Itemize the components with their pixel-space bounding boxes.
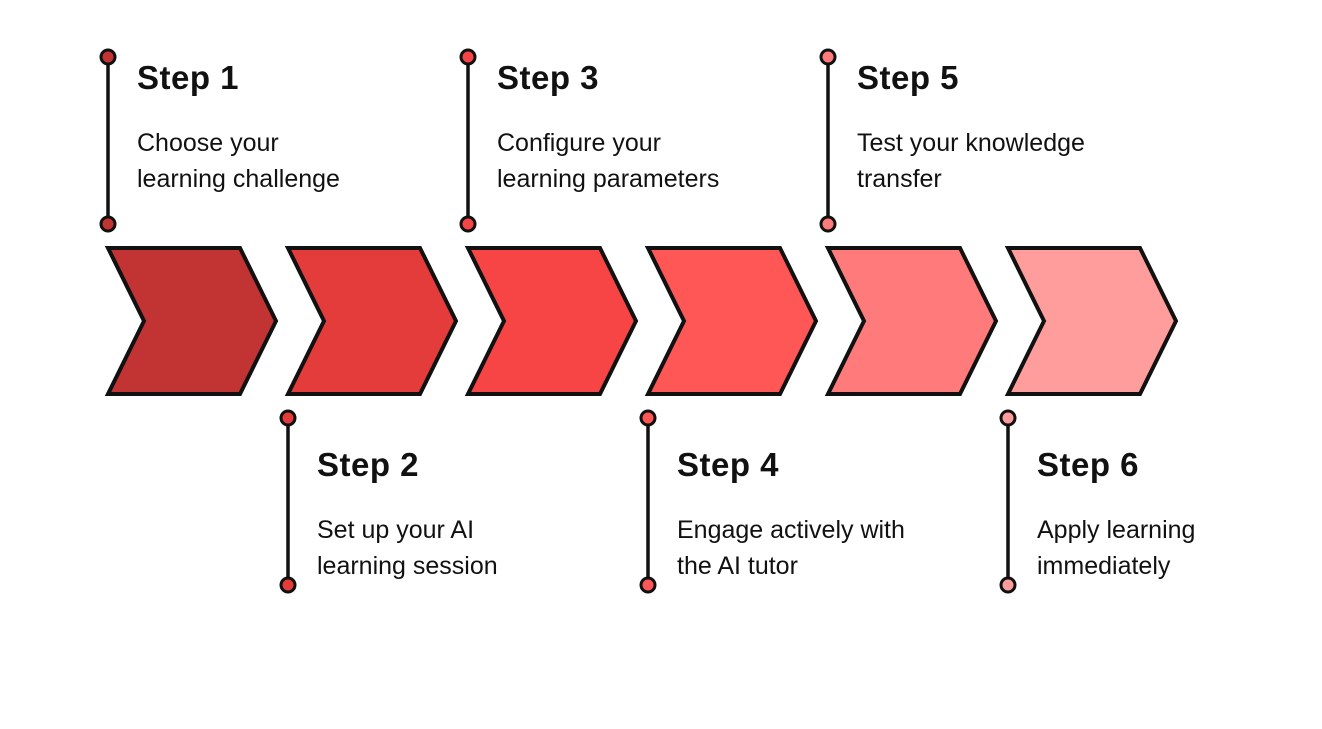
step-5-description: Test your knowledge transfer	[857, 129, 1085, 193]
chevron-step-1	[104, 246, 279, 396]
connector-dot-step-3-a	[459, 48, 477, 66]
step-3-title: Step 3	[497, 59, 600, 96]
step-2-title: Step 2	[317, 446, 420, 483]
connector-dot-step-1-a	[99, 48, 117, 66]
step-6-description: Apply learning immediately	[1037, 516, 1196, 580]
connector-dot-step-2-b	[279, 576, 297, 594]
step-2-label: Step 2 Set up your AI learning session	[317, 445, 587, 584]
step-1-label: Step 1 Choose your learning challenge	[137, 58, 407, 197]
connector-dot-step-4-b	[639, 576, 657, 594]
step-3-label: Step 3 Configure your learning parameter…	[497, 58, 767, 197]
chevron-step-2	[284, 246, 459, 396]
step-6-label: Step 6 Apply learning immediately	[1037, 445, 1307, 584]
step-1-title: Step 1	[137, 59, 240, 96]
connector-dot-step-2-a	[279, 409, 297, 427]
connector-dot-step-1-b	[99, 215, 117, 233]
connector-dot-step-4-a	[639, 409, 657, 427]
step-2-description: Set up your AI learning session	[317, 516, 498, 580]
chevron-step-6	[1004, 246, 1179, 396]
chevron-step-4	[644, 246, 819, 396]
connector-dot-step-6-b	[999, 576, 1017, 594]
chevron-step-3	[464, 246, 639, 396]
connector-dot-step-5-b	[819, 215, 837, 233]
step-4-label: Step 4 Engage actively with the AI tutor	[677, 445, 947, 584]
step-5-title: Step 5	[857, 59, 960, 96]
step-5-label: Step 5 Test your knowledge transfer	[857, 58, 1127, 197]
step-4-description: Engage actively with the AI tutor	[677, 516, 905, 580]
connector-dot-step-5-a	[819, 48, 837, 66]
step-6-title: Step 6	[1037, 446, 1140, 483]
step-1-description: Choose your learning challenge	[137, 129, 340, 193]
step-3-description: Configure your learning parameters	[497, 129, 720, 193]
chevron-step-5	[824, 246, 999, 396]
connector-dot-step-6-a	[999, 409, 1017, 427]
step-4-title: Step 4	[677, 446, 780, 483]
connector-dot-step-3-b	[459, 215, 477, 233]
